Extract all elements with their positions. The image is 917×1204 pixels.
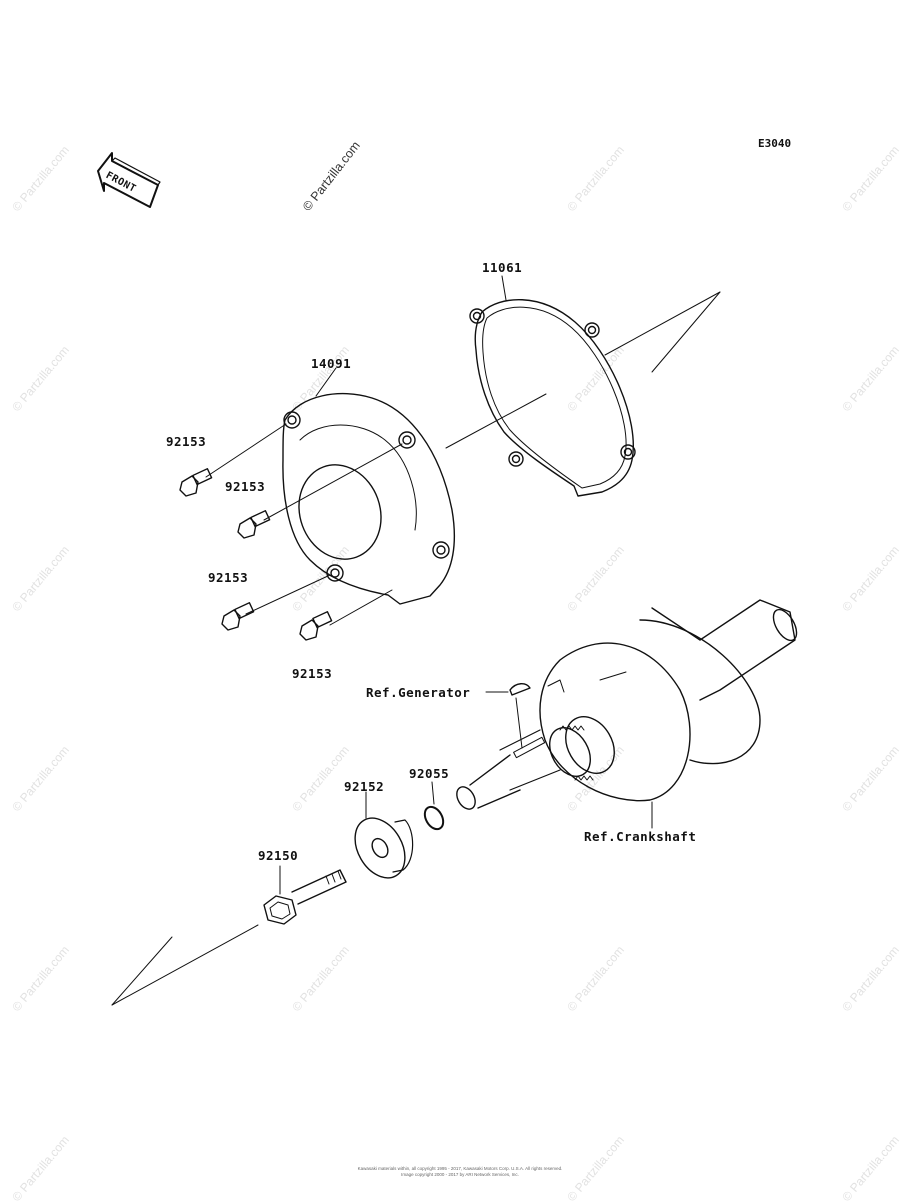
part-label-92055[interactable]: 92055 — [409, 766, 450, 781]
bolt-92153-icon — [237, 510, 271, 539]
bolt-92153-icon — [179, 468, 213, 497]
cover-14091 — [282, 392, 455, 605]
copyright-notice: Kawasaki materials within, all copyright… — [330, 1166, 590, 1178]
gasket-11061 — [469, 298, 636, 497]
plate-92152-icon — [354, 791, 414, 879]
part-label-92153[interactable]: 92153 — [225, 479, 266, 494]
leader-lines — [205, 275, 507, 626]
crankshaft-icon — [456, 599, 798, 810]
bolt-92150-icon — [263, 865, 347, 925]
copyright-line: Kawasaki materials within, all copyright… — [357, 1166, 563, 1171]
bolt-92153-icon — [221, 602, 255, 631]
front-arrow-icon — [97, 152, 161, 208]
part-label-92153[interactable]: 92153 — [166, 434, 207, 449]
woodruff-key-icon — [485, 683, 531, 749]
part-label-11061[interactable]: 11061 — [482, 260, 523, 275]
ref-crankshaft-label[interactable]: Ref.Crankshaft — [584, 829, 697, 844]
part-label-14091[interactable]: 14091 — [311, 356, 352, 371]
part-label-92150[interactable]: 92150 — [258, 848, 299, 863]
o-ring-92055-icon — [423, 781, 445, 831]
part-label-92153[interactable]: 92153 — [208, 570, 249, 585]
center-lines — [111, 291, 721, 1006]
part-label-92153[interactable]: 92153 — [292, 666, 333, 681]
bolt-92153-icon — [299, 611, 333, 641]
ref-generator-label[interactable]: Ref.Generator — [366, 685, 471, 700]
diagram-code: E3040 — [758, 137, 792, 150]
copyright-line: Image copyright 2000 - 2017 by ARI Netwo… — [401, 1172, 519, 1177]
part-label-92152[interactable]: 92152 — [344, 779, 385, 794]
